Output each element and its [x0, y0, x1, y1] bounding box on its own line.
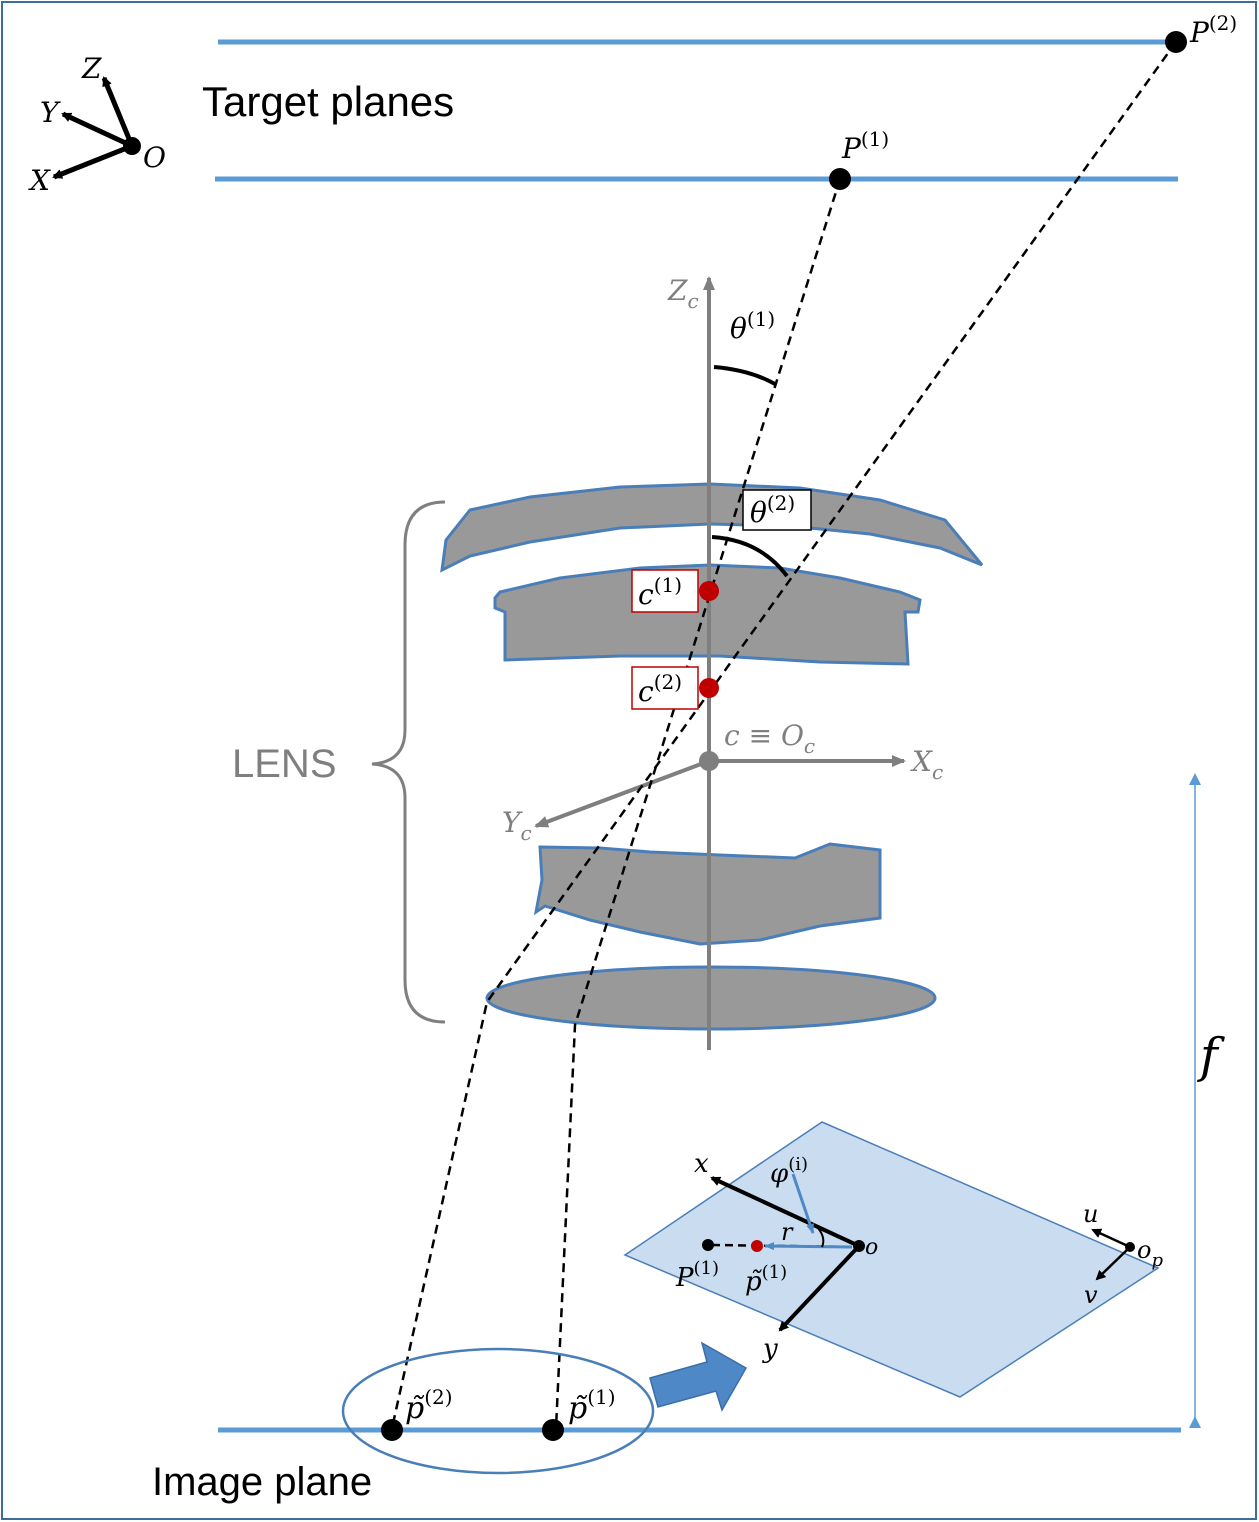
world-axis-y: Y: [40, 96, 61, 129]
ray-1: [554, 178, 842, 1429]
inset-phi-arc: [817, 1227, 825, 1248]
inset-P1-label: P(1): [675, 1258, 719, 1293]
world-axis-z: Z: [81, 52, 102, 85]
ray-2: [390, 41, 1178, 1429]
c2-label: c(2): [638, 670, 682, 708]
p2-tilde-point: [381, 1419, 403, 1441]
p1-tilde-point: [542, 1419, 564, 1441]
P1-label: P(1): [841, 127, 889, 165]
camera-axis-x: Xc: [910, 745, 943, 784]
image-plane-inset: x y u v o op φ(i) r P(1) p̃(1): [623, 1121, 1163, 1398]
world-axis-x: X: [28, 164, 51, 197]
lens-label: LENS: [232, 742, 337, 786]
inset-P1-point: [702, 1239, 714, 1251]
focal-length-label: f: [1197, 1028, 1225, 1084]
ray-paths: [390, 41, 1178, 1429]
world-axes: Z Y X O: [28, 52, 166, 197]
inset-r-arrow: [764, 1242, 853, 1251]
inset-phi-arrow: [791, 1173, 815, 1234]
c1-point: [699, 581, 719, 601]
inset-op-label: op: [1137, 1236, 1163, 1271]
P2-point: [1165, 31, 1187, 53]
lens-brace: [371, 500, 446, 1024]
image-points-ellipse: [341, 1347, 655, 1475]
theta1-arc: [713, 365, 776, 386]
target-planes-label: Target planes: [202, 78, 454, 125]
inset-u-label: u: [1083, 1200, 1098, 1228]
zoom-arrow: [649, 1341, 748, 1412]
inset-p1-tilde-label: p̃(1): [745, 1262, 787, 1297]
theta1-label: θ(1): [730, 307, 775, 345]
c2-point: [699, 678, 719, 698]
lens-element-1: [440, 482, 984, 573]
c1-box: [631, 569, 699, 613]
c1-label: c(1): [638, 573, 682, 611]
camera-center-label: c ≡ Oc: [724, 719, 815, 758]
camera-axis-z: Zc: [667, 274, 699, 313]
P2-label: P(2): [1189, 11, 1237, 49]
inset-o-point: [853, 1240, 865, 1252]
camera-center: [699, 751, 719, 771]
inset-x-label: x: [694, 1149, 709, 1179]
inset-axis-v: [1095, 1246, 1131, 1281]
inset-o-label: o: [865, 1235, 878, 1260]
inset-axis-x: [710, 1176, 860, 1248]
image-plane-label: Image plane: [152, 1460, 372, 1504]
inset-p1-tilde-point: [751, 1240, 763, 1252]
inset-y-label: y: [762, 1334, 778, 1364]
p2-tilde-label: p̃(2): [405, 1385, 453, 1426]
theta2-box: [742, 489, 812, 531]
inset-v-label: v: [1084, 1281, 1098, 1309]
world-origin: O: [143, 141, 166, 174]
inset-phi-label: φ(i): [770, 1154, 808, 1189]
inset-plane: [623, 1121, 1160, 1398]
c2-box: [631, 666, 699, 710]
inset-r-label: r: [781, 1218, 794, 1246]
inset-op-point: [1125, 1242, 1135, 1252]
p1-tilde-label: p̃(1): [568, 1385, 616, 1426]
theta2-label: θ(2): [750, 491, 795, 529]
inset-axis-y: [778, 1244, 861, 1332]
camera-axes: Zc Xc Yc c ≡ Oc: [502, 274, 943, 1050]
inset-axis-u: [1091, 1228, 1131, 1249]
P1-point: [829, 168, 851, 190]
camera-axis-y: Yc: [502, 806, 532, 845]
theta2-arc: [711, 535, 789, 578]
